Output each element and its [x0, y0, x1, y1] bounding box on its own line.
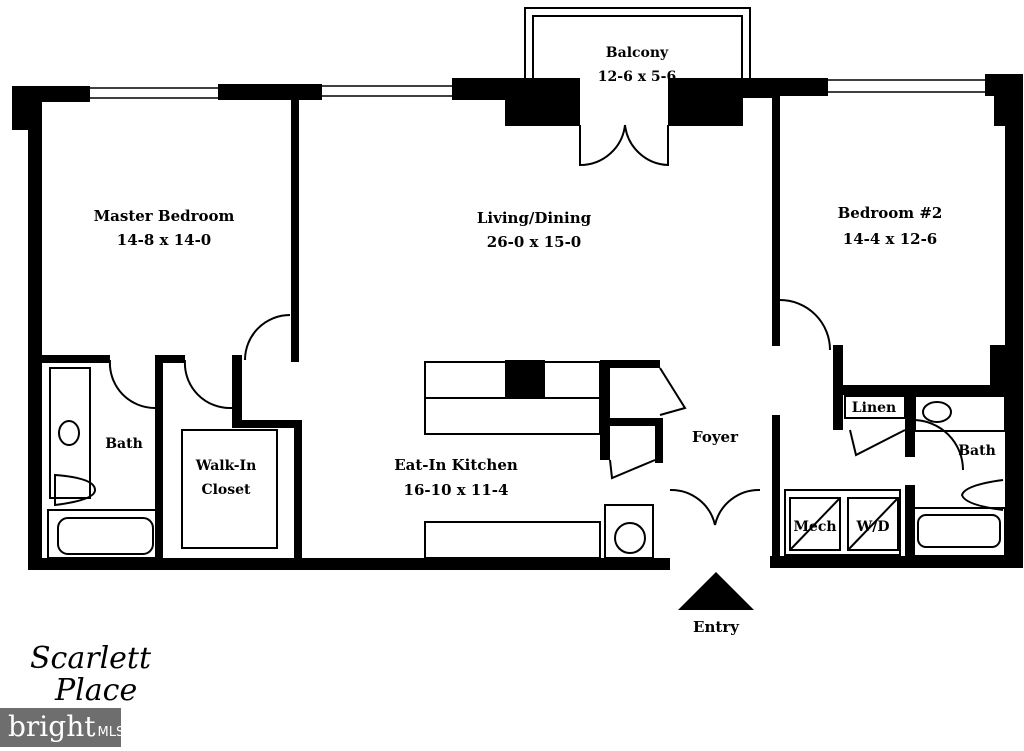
scarlett-place-logo: Scarlett Place: [30, 641, 152, 708]
walk-in-closet-label-2: Closet: [201, 482, 251, 498]
wd-label: W/D: [856, 519, 890, 535]
master-bedroom-size: 14-8 x 14-0: [117, 231, 211, 249]
kitchen-label: Eat-In Kitchen: [394, 456, 518, 474]
logo-line2: Place: [54, 673, 137, 708]
watermark-suffix: MLS: [97, 725, 125, 740]
windows: [90, 79, 985, 99]
bedroom2-size: 14-4 x 12-6: [843, 230, 937, 248]
foyer-label: Foyer: [692, 428, 739, 446]
entry-label: Entry: [693, 618, 740, 636]
walls: [12, 74, 1023, 570]
master-bedroom-label: Master Bedroom: [94, 207, 235, 225]
bath2-label: Bath: [958, 443, 996, 459]
balcony-size: 12-6 x 5-6: [598, 69, 676, 85]
bedroom2-label: Bedroom #2: [838, 204, 943, 222]
entry-arrow-icon: [678, 572, 754, 610]
logo-line1: Scarlett: [30, 641, 152, 676]
kitchen-size: 16-10 x 11-4: [404, 481, 509, 499]
linen-label: Linen: [852, 400, 896, 416]
watermark-brand: bright: [8, 710, 96, 743]
room-labels: Balcony 12-6 x 5-6 Master Bedroom 14-8 x…: [94, 45, 996, 636]
master-bath-label: Bath: [105, 436, 143, 452]
walk-in-closet-label: Walk-In: [195, 458, 257, 474]
mech-label: Mech: [793, 519, 836, 535]
fixtures: [47, 7, 1006, 559]
balcony-label: Balcony: [606, 45, 669, 61]
living-dining-label: Living/Dining: [477, 209, 592, 227]
living-dining-size: 26-0 x 15-0: [487, 233, 581, 251]
